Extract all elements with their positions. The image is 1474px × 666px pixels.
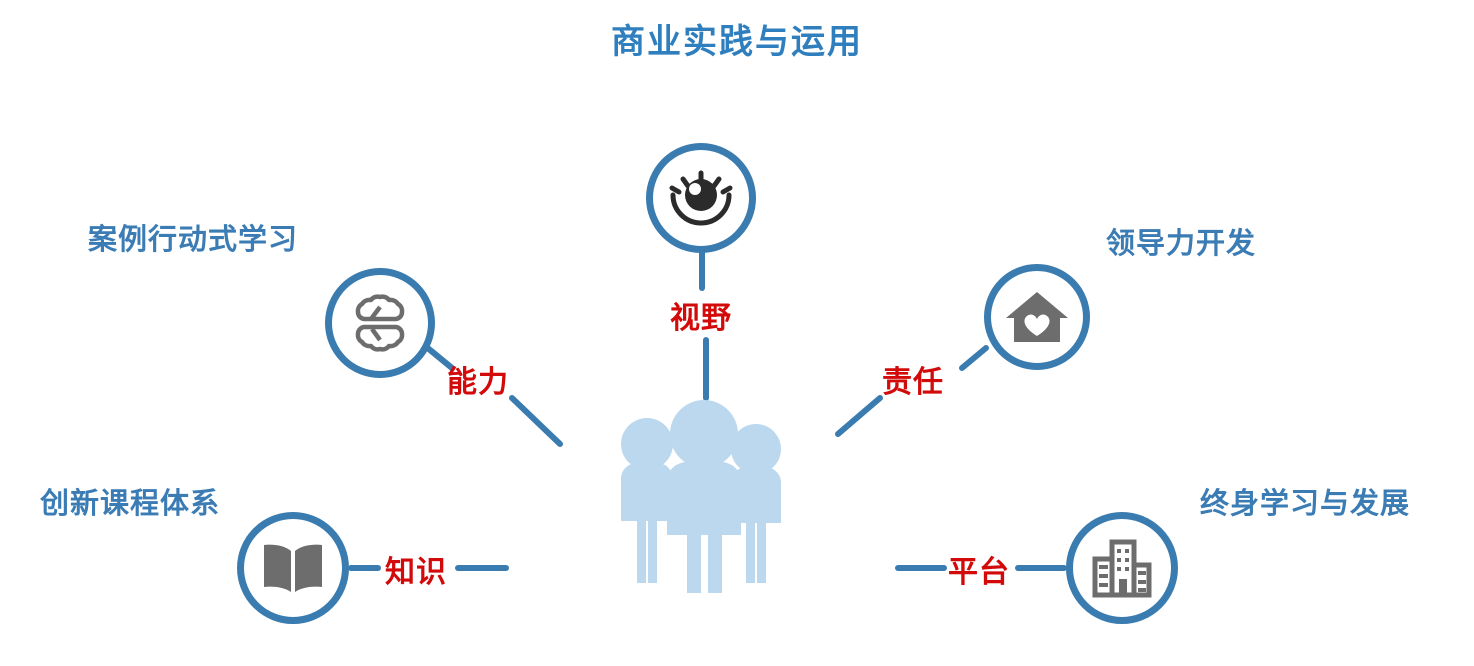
- building-icon: [1087, 537, 1157, 599]
- eye-icon: [665, 167, 737, 229]
- keyword-knowledge: 知识: [385, 556, 447, 589]
- brain-icon: [344, 292, 416, 354]
- house-heart-icon: [1004, 288, 1070, 346]
- outer-label-lifelong-learning: 终身学习与发展: [1200, 488, 1411, 520]
- outer-label-leadership-development: 领导力开发: [1106, 228, 1257, 260]
- keyword-vision: 视野: [670, 302, 732, 335]
- connector-ability-to-center: [509, 395, 563, 447]
- node-vision: [646, 143, 756, 253]
- connector-responsibility-to-center: [835, 395, 883, 437]
- node-platform: [1066, 512, 1178, 624]
- open-book-icon: [258, 539, 328, 597]
- node-ability: [325, 268, 435, 378]
- keyword-ability: 能力: [447, 366, 509, 399]
- node-knowledge: [237, 512, 349, 624]
- keyword-responsibility: 责任: [882, 366, 944, 399]
- outer-label-case-action-learning: 案例行动式学习: [88, 224, 299, 256]
- node-responsibility: [984, 264, 1090, 370]
- keyword-platform: 平台: [948, 556, 1010, 589]
- outer-label-innovative-curriculum: 创新课程体系: [40, 488, 221, 520]
- three-people-icon: [604, 400, 809, 602]
- page-title: 商业实践与运用: [611, 23, 863, 61]
- connector-house-to-responsibility: [959, 345, 989, 371]
- center-people-group: [604, 393, 809, 598]
